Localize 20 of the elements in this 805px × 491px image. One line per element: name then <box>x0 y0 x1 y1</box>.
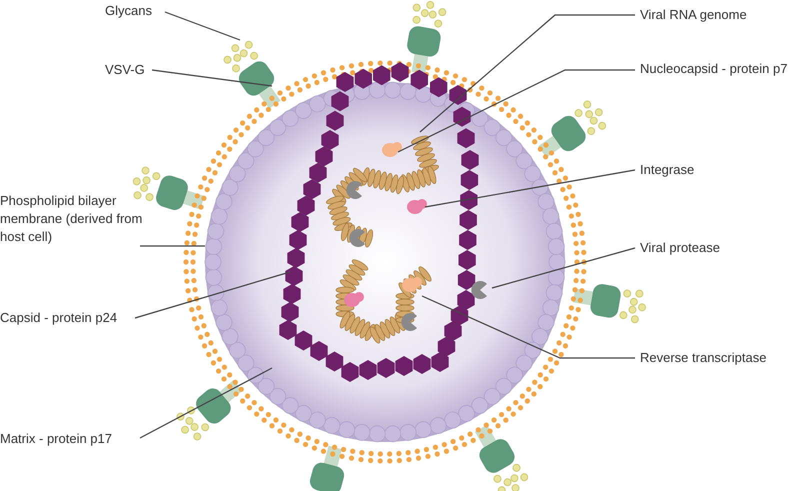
leader-line <box>492 247 636 289</box>
part-label: Integrase <box>640 161 694 179</box>
part-label: Reverse transcriptase <box>640 349 766 367</box>
leader-line <box>152 69 272 87</box>
leader-line <box>140 367 272 439</box>
part-label: Glycans <box>105 2 152 20</box>
part-label: Capsid - protein p24 <box>0 309 118 327</box>
leader-line <box>164 11 240 41</box>
leader-line <box>420 14 635 132</box>
part-label: Nucleocapsid - protein p7 <box>640 60 788 78</box>
leader-line <box>424 169 636 208</box>
part-label: VSV-G <box>105 61 145 79</box>
leader-line <box>140 245 205 247</box>
part-label: Viral RNA genome <box>640 6 747 24</box>
part-label: Matrix - protein p17 <box>0 430 112 448</box>
part-label: Phospholipid bilayer membrane (derived from host cell) <box>0 192 145 246</box>
leader-line <box>134 271 290 319</box>
leader-line <box>422 295 635 359</box>
part-label: Viral protease <box>640 239 720 257</box>
leader-line <box>398 69 635 153</box>
